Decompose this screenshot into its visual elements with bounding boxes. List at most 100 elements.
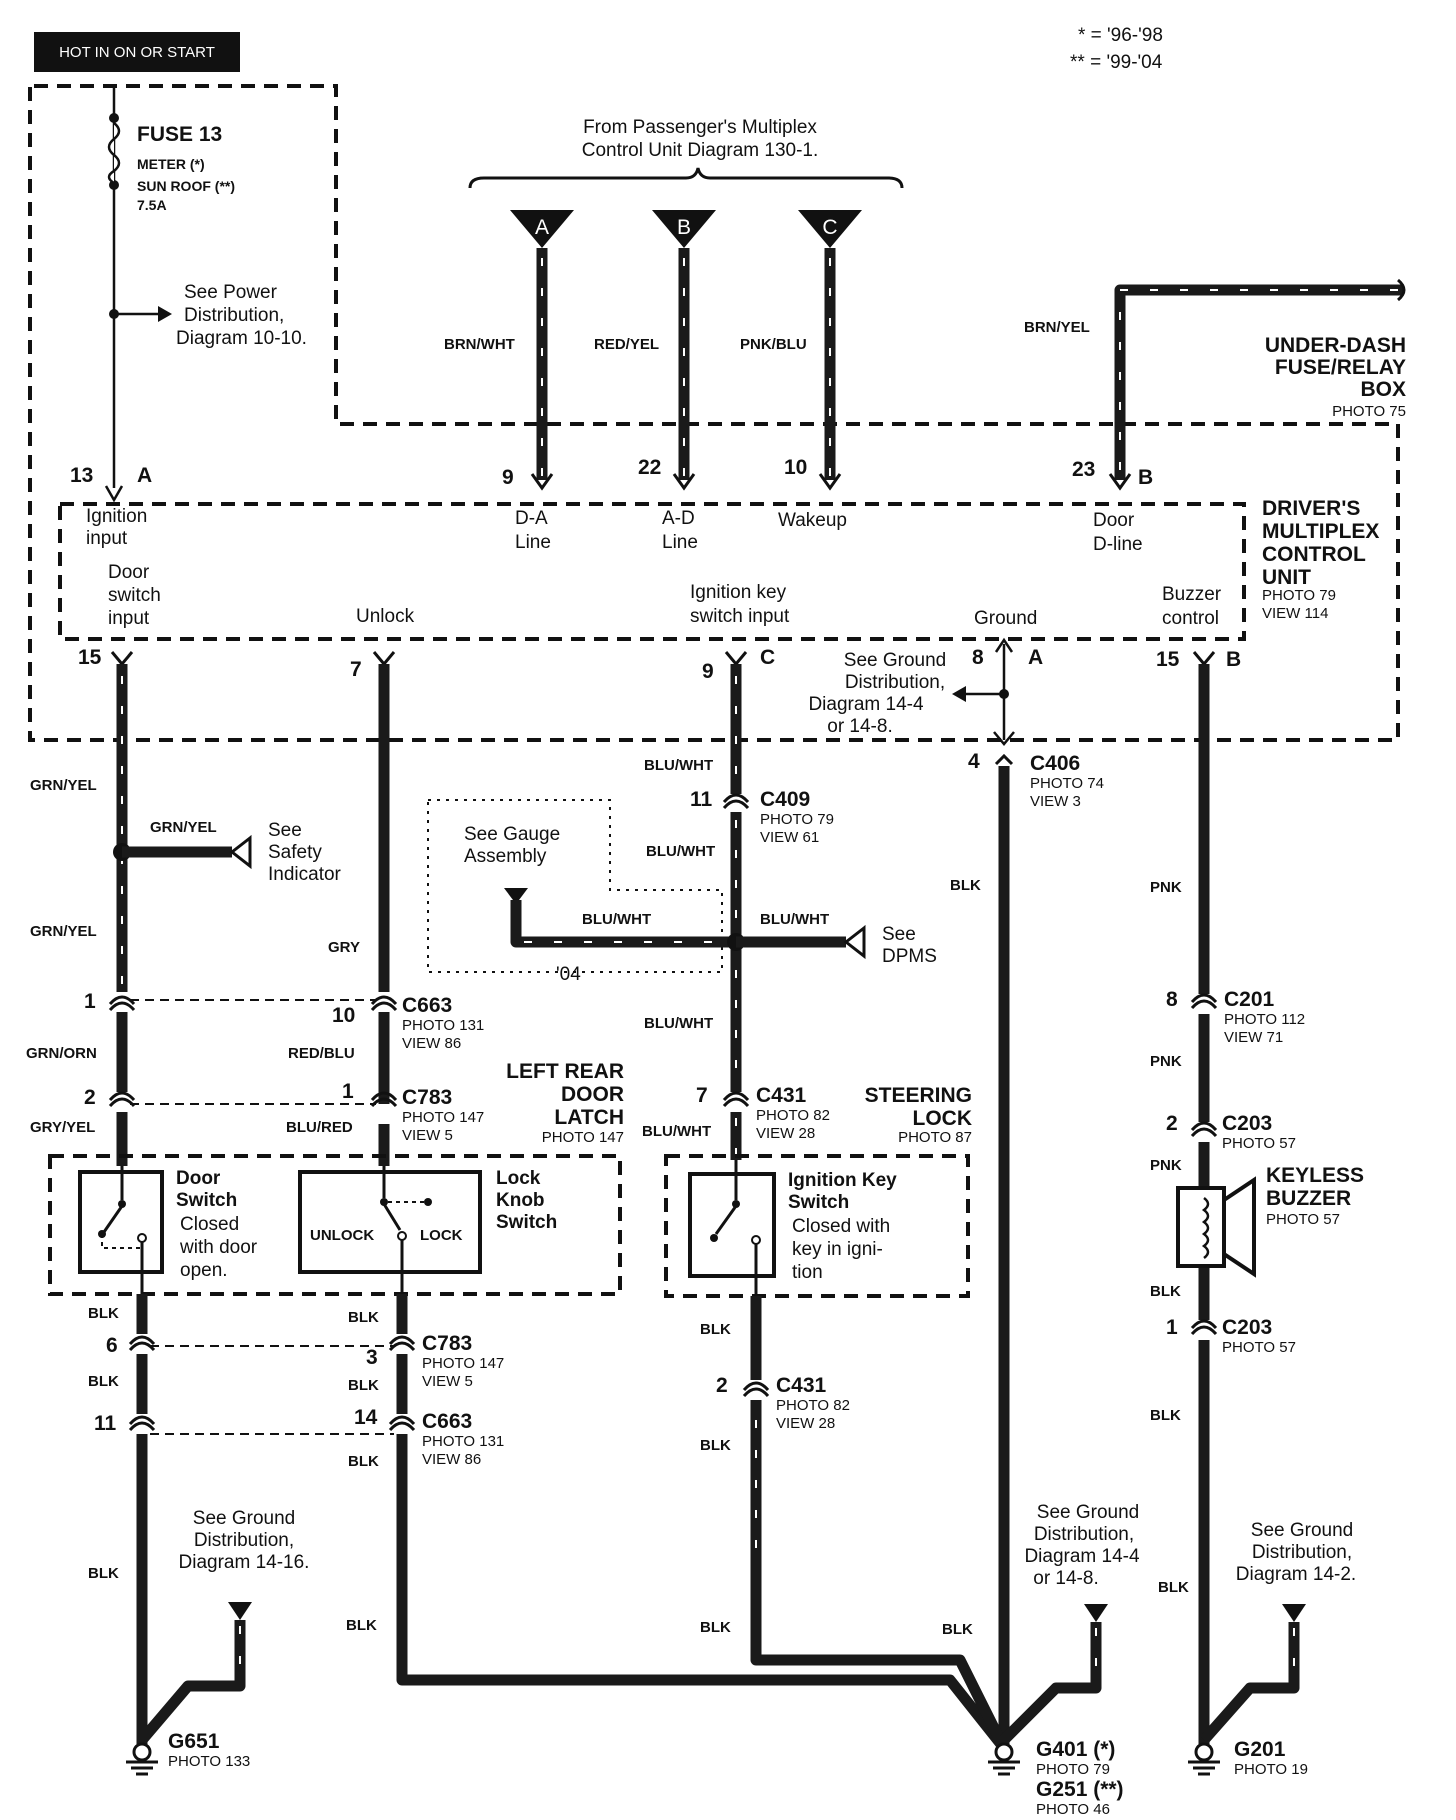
wire-blu-wht-gauge <box>510 900 736 948</box>
arrow-left-icon <box>952 686 966 702</box>
pin-22: 22 <box>638 456 661 479</box>
door-switch-line-4: with door <box>179 1237 258 1258</box>
wire-label-red-blu: RED/BLU <box>288 1045 355 1062</box>
buzzer-line-1: KEYLESS <box>1266 1164 1364 1187</box>
wire-continues-icon <box>1396 278 1406 302</box>
wire-label-blk-13: BLK <box>1150 1283 1181 1300</box>
steering-line-1: STEERING <box>865 1084 972 1107</box>
wire-label-blk-7: BLK <box>88 1565 119 1582</box>
passenger-ref-line-2: Control Unit Diagram 130-1. <box>582 140 819 161</box>
g651-ground-icon <box>126 1742 158 1776</box>
wire-label-blu-wht-4: BLU/WHT <box>760 911 829 928</box>
c783b-right-connector-icon <box>388 1335 416 1352</box>
g251-photo: PHOTO 46 <box>1036 1801 1110 1818</box>
func-unlock: Unlock <box>356 606 415 627</box>
c409-photo: PHOTO 79 <box>760 811 834 828</box>
pin-9-ignkey: 9 <box>702 660 714 683</box>
gnd-ref2-line-2: Distribution, <box>1252 1542 1352 1563</box>
pin-23-arrow-icon <box>1108 473 1132 491</box>
func-buzzer-2: control <box>1162 608 1219 629</box>
c663b-left-connector-icon <box>128 1415 156 1432</box>
c406-photo: PHOTO 74 <box>1030 775 1104 792</box>
c409-view: VIEW 61 <box>760 829 819 846</box>
wire-blk-g201-branch <box>1199 1622 1300 1744</box>
wire-label-blu-wht-6: BLU/WHT <box>642 1123 711 1140</box>
c406-name: C406 <box>1030 752 1080 775</box>
ignition-key-switch-box <box>688 1172 776 1278</box>
fuse-line-2: SUN ROOF (**) <box>137 178 235 194</box>
latch-line-1: LEFT REAR <box>506 1060 624 1083</box>
func-ad-2: Line <box>662 532 698 553</box>
func-door-dline-1: Door <box>1093 510 1135 531</box>
c783b-view: VIEW 5 <box>422 1373 473 1390</box>
wire-label-brn-yel: BRN/YEL <box>1024 319 1090 336</box>
latch-line-2: DOOR <box>561 1083 624 1106</box>
gnd-ref4-line-4: or 14-8. <box>1033 1568 1098 1589</box>
func-door-switch-2: switch <box>108 585 161 606</box>
gnd-ref2-arrow-icon <box>1282 1604 1306 1622</box>
wire-label-blk-8: BLK <box>346 1617 377 1634</box>
keyless-buzzer-icon <box>1176 1176 1256 1278</box>
pin-23: 23 <box>1072 458 1095 481</box>
legend-line-2: ** = '99-'04 <box>1070 52 1163 73</box>
c431b-photo: PHOTO 82 <box>776 1397 850 1414</box>
c431a-pin: 7 <box>696 1084 708 1107</box>
c663a-left-connector-icon <box>108 995 136 1012</box>
wire-label-blu-wht-5: BLU/WHT <box>644 1015 713 1032</box>
gauge-ref-year: '04 <box>556 964 581 985</box>
gnd-ref16-line-1: See Ground <box>193 1508 295 1529</box>
wire-label-blk-10: BLK <box>700 1437 731 1454</box>
gnd-ref16-line-2: Distribution, <box>194 1530 294 1551</box>
fuse-13-icon <box>107 122 121 185</box>
pin-c: C <box>760 646 775 669</box>
c431b-connector-icon <box>742 1381 770 1398</box>
pin-10-arrow-icon <box>818 473 842 491</box>
c783a-photo: PHOTO 147 <box>402 1109 484 1126</box>
c663b-pin-left: 11 <box>94 1412 117 1435</box>
func-da-1: D-A <box>515 508 548 529</box>
gauge-ref-line-1: See Gauge <box>464 824 560 845</box>
c783a-left-connector-icon <box>108 1091 136 1108</box>
c201-name: C201 <box>1224 988 1275 1011</box>
func-door-switch-1: Door <box>108 562 150 583</box>
lock-knob-line-3: Switch <box>496 1212 557 1233</box>
terminal-a-icon <box>510 210 574 248</box>
passenger-ref-brace <box>468 167 904 189</box>
func-ad-1: A-D <box>662 508 695 529</box>
safety-ref-line-3: Indicator <box>268 864 342 885</box>
c783a-pin-left: 2 <box>84 1086 96 1109</box>
ign-key-switch-line-1: Ignition Key <box>788 1170 897 1191</box>
func-door-switch-3: input <box>108 608 150 629</box>
c409-name: C409 <box>760 788 810 811</box>
wire-label-grn-orn: GRN/ORN <box>26 1045 97 1062</box>
dmcu-line-4: UNIT <box>1262 566 1311 589</box>
wire-label-blk-14: BLK <box>1150 1407 1181 1424</box>
fuse-node-top <box>109 113 119 123</box>
c201-view: VIEW 71 <box>1224 1029 1283 1046</box>
g651-name: G651 <box>168 1730 220 1753</box>
door-latch-outline <box>48 1154 622 1296</box>
pin-22-arrow-icon <box>672 473 696 491</box>
c203a-connector-icon <box>1190 1121 1218 1138</box>
wire-blk-g401-branch <box>1000 1622 1102 1744</box>
gnd-ref1-line-1: See Ground <box>844 650 946 671</box>
gnd-ref2-line-1: See Ground <box>1251 1520 1353 1541</box>
wire-label-blk-5: BLK <box>348 1377 379 1394</box>
pin-9: 9 <box>502 466 514 489</box>
wire-label-gry-yel: GRY/YEL <box>30 1119 95 1136</box>
c203b-connector-icon <box>1190 1319 1218 1336</box>
c201-connector-icon <box>1190 993 1218 1010</box>
c409-connector-icon <box>722 793 750 810</box>
arrow-right-icon <box>158 306 172 322</box>
pin-13: 13 <box>70 464 93 487</box>
c663b-name: C663 <box>422 1410 472 1433</box>
door-switch-line-1: Door <box>176 1168 221 1189</box>
dmcu-photo: PHOTO 79 <box>1262 587 1336 604</box>
func-wakeup: Wakeup <box>778 510 847 531</box>
gnd-ref4-arrow-icon <box>1084 1604 1108 1622</box>
c201-pin: 8 <box>1166 988 1178 1011</box>
door-switch-icon <box>98 1166 147 1294</box>
terminal-b-icon <box>652 210 716 248</box>
ignition-key-switch-icon <box>710 1160 761 1296</box>
